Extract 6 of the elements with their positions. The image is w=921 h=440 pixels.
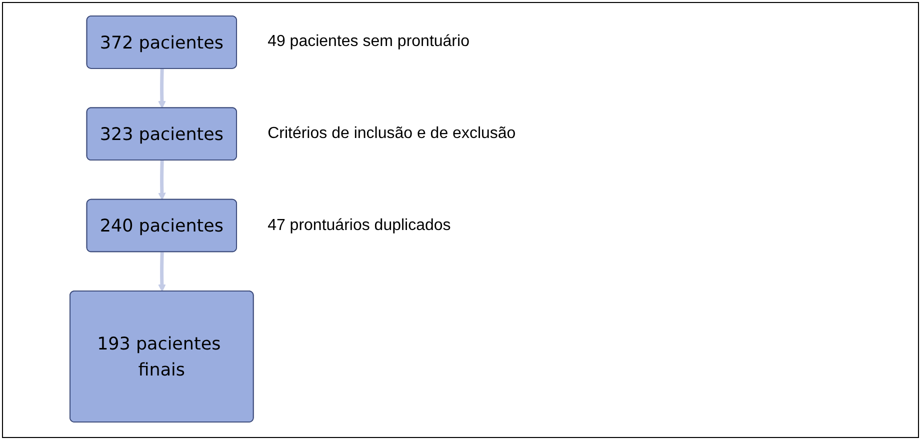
arrow [158,252,166,292]
bullet-note: 49 pacientes sem prontuário [268,33,470,52]
arrow [158,160,166,200]
bullet-note: Critérios de inclusão e de exclusão [268,124,516,143]
bullet-note: 47 prontuários duplicados [268,216,451,235]
arrow [158,68,166,108]
